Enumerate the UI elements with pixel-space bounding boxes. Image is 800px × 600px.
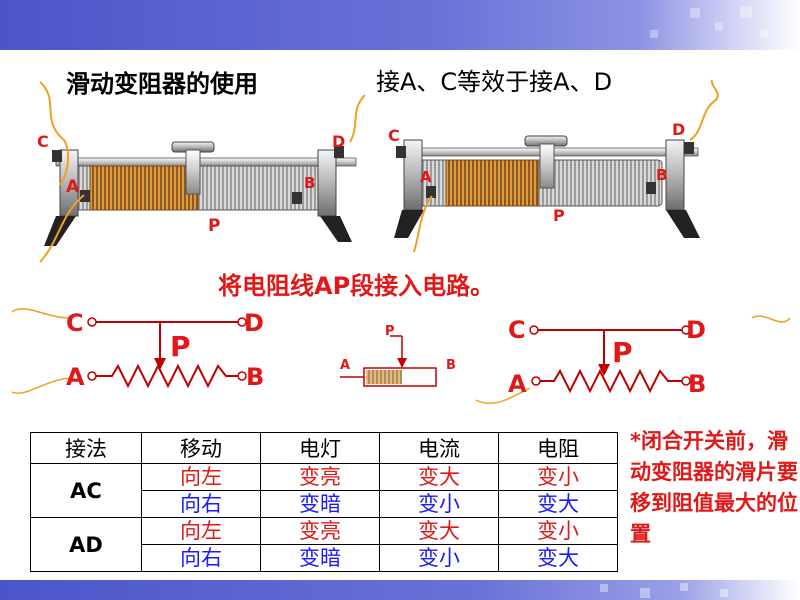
label-a: A	[66, 177, 80, 197]
cell-value: 向右	[142, 490, 260, 517]
conn-cell: AD	[30, 517, 142, 572]
move-cell: 向左 向右	[141, 517, 261, 572]
label-c: C	[37, 132, 49, 151]
slide-title: 滑动变阻器的使用	[66, 70, 258, 98]
current-cell: 变大 变小	[379, 463, 499, 518]
table-row: AD 向左 向右 变亮 变暗 变大 变小 变小 变大	[30, 517, 618, 572]
cell-value: 变小	[380, 544, 498, 571]
circuit-label-c: C	[508, 316, 526, 344]
footer-bar	[0, 580, 800, 600]
cell-value: 变大	[418, 519, 460, 543]
caption: 将电阻线AP段接入电路。	[218, 272, 495, 300]
header-cell: 电阻	[498, 432, 618, 464]
resistance-cell: 变小 变大	[498, 463, 618, 518]
cell-value: 向左	[180, 519, 222, 543]
slide-subtitle: 接A、C等效于接A、D	[376, 68, 613, 96]
header-cell: 电流	[379, 432, 499, 464]
circuit-middle	[340, 335, 437, 387]
connection-table: 接法 移动 电灯 电流 电阻 AC 向左 向右 变亮 变暗 变大 变小 变小 变…	[30, 432, 618, 572]
circuit-label-c: C	[66, 309, 84, 337]
label-d: D	[332, 132, 346, 151]
label-d: D	[672, 120, 686, 139]
mini-label-a: A	[340, 358, 351, 373]
circuit-right	[475, 315, 791, 405]
cell-value: 变亮	[299, 519, 341, 543]
circuit-label-a: A	[66, 363, 85, 391]
label-b: B	[656, 166, 668, 184]
header-cell: 移动	[141, 432, 261, 464]
label-a: A	[420, 168, 432, 186]
circuit-left	[11, 307, 247, 394]
circuit-label-b: B	[688, 370, 707, 398]
header-cell: 接法	[30, 432, 142, 464]
move-cell: 向左 向右	[141, 463, 261, 518]
label-c: C	[388, 126, 400, 145]
cell-value: 变暗	[261, 490, 379, 517]
label-b: B	[304, 174, 316, 192]
label-p: P	[553, 206, 565, 225]
rheostat-left	[39, 81, 366, 263]
rheostat-right	[394, 79, 719, 253]
mini-label-b: B	[446, 358, 456, 373]
cell-value: 变小	[380, 490, 498, 517]
circuit-label-d: D	[686, 316, 706, 344]
circuit-label-a: A	[508, 370, 527, 398]
table-header-row: 接法 移动 电灯 电流 电阻	[30, 432, 618, 464]
lamp-cell: 变亮 变暗	[260, 463, 380, 518]
circuit-label-d: D	[244, 309, 264, 337]
cell-value: 变大	[499, 544, 617, 571]
cell-value: 变大	[418, 465, 460, 489]
safety-note: *闭合开关前，滑动变阻器的滑片要移到阻值最大的位置	[630, 429, 798, 546]
resistance-cell: 变小 变大	[498, 517, 618, 572]
cell-value: 向右	[142, 544, 260, 571]
cell-value: 变大	[499, 490, 617, 517]
circuit-label-p: P	[170, 330, 191, 363]
mini-label-p: P	[385, 324, 395, 339]
current-cell: 变大 变小	[379, 517, 499, 572]
label-p: P	[208, 216, 221, 236]
circuit-label-b: B	[246, 363, 265, 391]
cell-value: 变小	[537, 465, 579, 489]
cell-value: 变亮	[299, 465, 341, 489]
cell-value: 变暗	[261, 544, 379, 571]
header-cell: 电灯	[260, 432, 380, 464]
table-row: AC 向左 向右 变亮 变暗 变大 变小 变小 变大	[30, 463, 618, 518]
conn-cell: AC	[30, 463, 142, 518]
circuit-label-p: P	[612, 336, 633, 369]
cell-value: 变小	[537, 519, 579, 543]
header-bar	[0, 0, 800, 50]
lamp-cell: 变亮 变暗	[260, 517, 380, 572]
cell-value: 向左	[180, 465, 222, 489]
